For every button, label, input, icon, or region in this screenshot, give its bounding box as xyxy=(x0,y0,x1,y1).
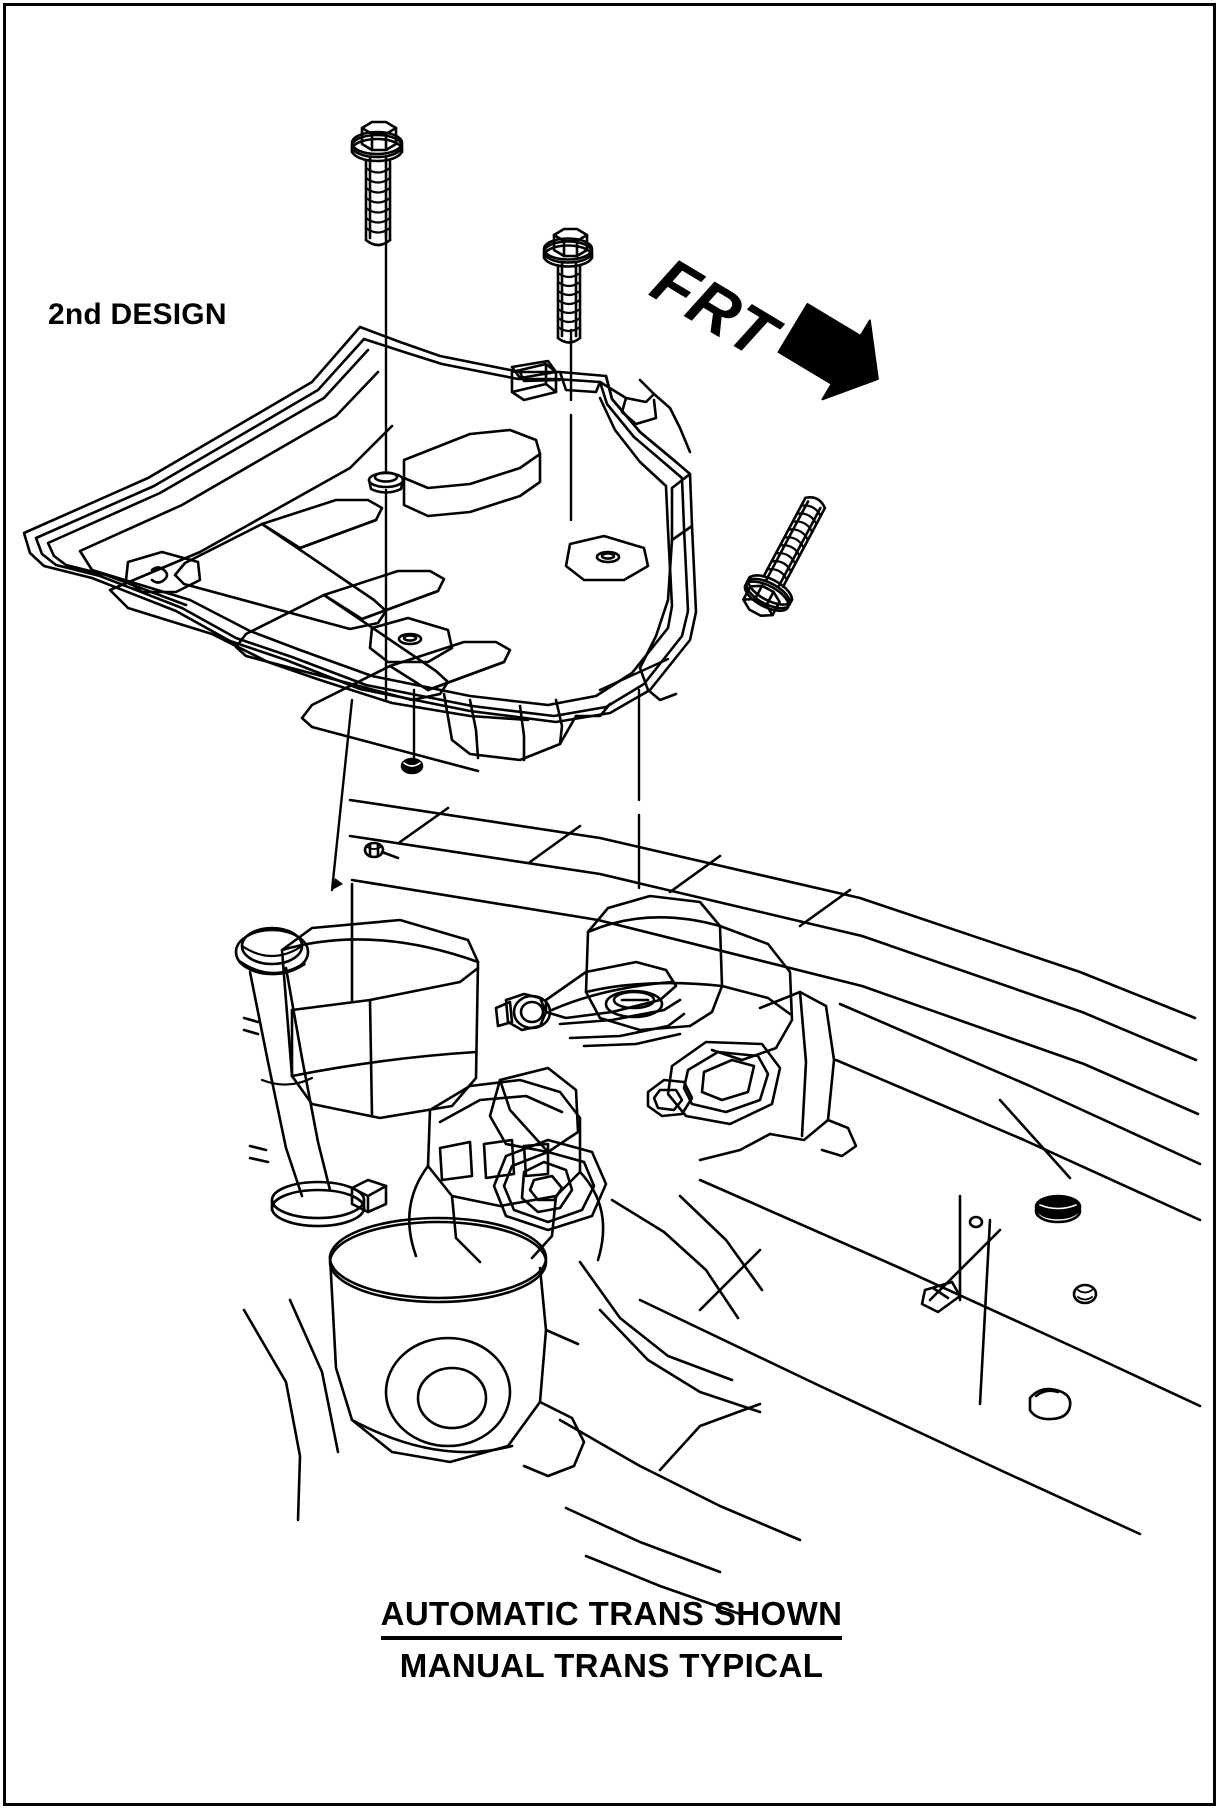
splash-shield xyxy=(698,990,858,1162)
mount-through-bolt xyxy=(494,992,552,1032)
tray-bracket-center-front xyxy=(368,616,454,664)
rail-pilot-hole xyxy=(968,1215,984,1229)
rail-drain-slot xyxy=(1028,1387,1072,1421)
frt-arrow-icon xyxy=(777,302,879,401)
mount-arm xyxy=(544,960,686,1048)
design-variant-label: 2nd DESIGN xyxy=(48,298,227,331)
tray-connector-block xyxy=(510,362,558,402)
caption-block: AUTOMATIC TRANS SHOWN MANUAL TRANS TYPIC… xyxy=(0,1595,1223,1685)
rail-stud-upper xyxy=(400,757,424,775)
rail-threaded-hole-lower xyxy=(1072,1283,1098,1305)
rail-tab xyxy=(920,1280,962,1314)
lower-structure xyxy=(242,1066,802,1616)
tray-bracket-right-rear xyxy=(564,534,650,582)
rail-threaded-hole-upper xyxy=(1034,1194,1082,1224)
frame-rail xyxy=(348,798,1202,1536)
rail-stud-left xyxy=(363,841,400,860)
tray-bracket-left xyxy=(124,550,202,594)
lower-hex-bolt xyxy=(520,1160,574,1214)
filter-canister xyxy=(328,1216,586,1478)
bolt-right xyxy=(742,496,827,618)
bolt-center xyxy=(542,227,594,344)
fluid-reservoir xyxy=(234,918,480,1228)
tray-hole-left xyxy=(367,471,405,494)
tray-floor-ribs xyxy=(173,498,512,773)
mount-bracket-nut xyxy=(646,1078,694,1118)
caption-manual-trans: MANUAL TRANS TYPICAL xyxy=(399,1647,824,1684)
reservoir-cap xyxy=(234,926,310,976)
reservoir-hose xyxy=(242,966,332,1198)
hose-clamp xyxy=(270,1178,388,1228)
bolt-left xyxy=(350,120,404,247)
transmission-housing xyxy=(407,1078,605,1264)
lower-assembly xyxy=(234,757,1202,1616)
battery-tray xyxy=(22,325,698,773)
caption-automatic-trans: AUTOMATIC TRANS SHOWN xyxy=(380,1595,843,1640)
